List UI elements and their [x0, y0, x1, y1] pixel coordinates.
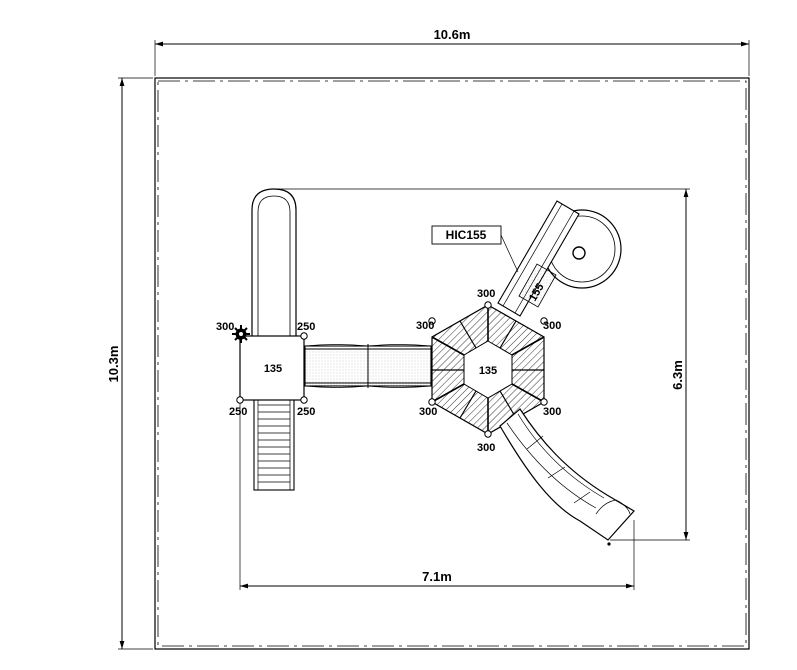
post-label-square-bottom-right: 250 — [297, 406, 315, 418]
hex-platform-height: 135 — [479, 365, 497, 377]
dimension-left-label: 10.3m — [106, 346, 121, 383]
post-height-labels: 300 250 250 250 300 300 300 300 300 300 — [216, 288, 561, 454]
post-label-hex-lower-right: 300 — [543, 406, 561, 418]
model-tag-label: HIC155 — [446, 228, 487, 242]
dimension-right-label: 6.3m — [670, 360, 685, 390]
ladder — [253, 397, 295, 491]
square-platform-height: 135 — [264, 363, 282, 375]
model-tag: HIC155 — [431, 225, 519, 273]
dimension-bottom-label: 7.1m — [422, 569, 452, 584]
post-label-square-bottom-left: 250 — [229, 406, 247, 418]
dimension-top: 10.6m — [154, 27, 750, 76]
dimension-left: 10.3m — [106, 77, 153, 650]
post-label-hex-upper-right: 300 — [543, 320, 561, 332]
post-label-hex-lower-left: 300 — [419, 406, 437, 418]
steering-wheel-icon — [232, 325, 250, 343]
hexagon-roof: 135 — [431, 304, 545, 435]
lower-slide — [499, 408, 635, 546]
upper-slide: 155 — [497, 200, 622, 317]
post-label-hex-upper-left: 300 — [416, 320, 434, 332]
post-label-square-top-right: 250 — [297, 321, 315, 333]
post-label-square-top-left: 300 — [216, 321, 234, 333]
square-platform: 135 — [239, 335, 305, 401]
post-label-hex-bottom: 300 — [477, 442, 495, 454]
dimension-top-label: 10.6m — [434, 27, 471, 42]
upper-rail — [251, 188, 297, 336]
dimension-bottom: 7.1m — [239, 400, 635, 590]
post-label-hex-top: 300 — [477, 288, 495, 300]
bridge — [304, 344, 432, 388]
dimension-right: 6.3m — [275, 188, 690, 541]
